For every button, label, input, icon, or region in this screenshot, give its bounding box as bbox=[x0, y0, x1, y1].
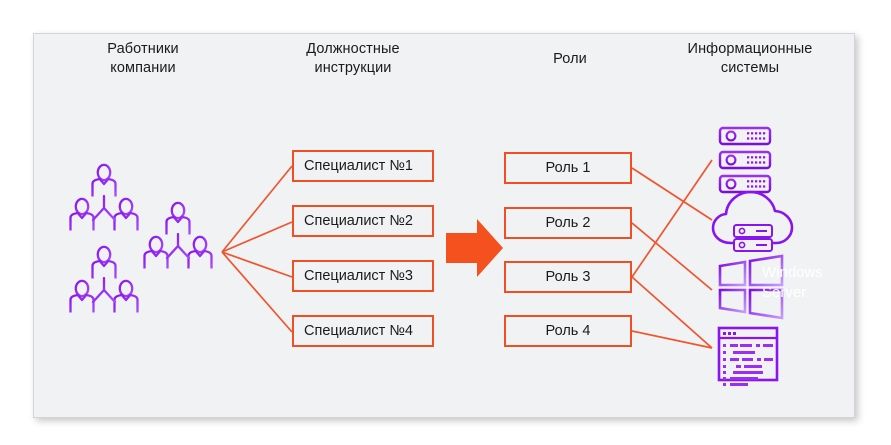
role-box-1[interactable]: Роль 1 bbox=[504, 152, 632, 184]
column-heading-information-systems: Информационные системы bbox=[687, 41, 813, 76]
diagram-card bbox=[33, 33, 855, 418]
role-box-3[interactable]: Роль 3 bbox=[504, 261, 632, 293]
job-instruction-box-4[interactable]: Специалист №4 bbox=[292, 315, 434, 347]
windows-server-label: Windows Server bbox=[762, 264, 823, 301]
role-box-4[interactable]: Роль 4 bbox=[504, 315, 632, 347]
job-instruction-box-1[interactable]: Специалист №1 bbox=[292, 150, 434, 182]
job-instruction-box-3[interactable]: Специалист №3 bbox=[292, 260, 434, 292]
job-instruction-box-2[interactable]: Специалист №2 bbox=[292, 205, 434, 237]
role-box-2[interactable]: Роль 2 bbox=[504, 207, 632, 239]
column-heading-workers: Работники компании bbox=[107, 41, 179, 76]
column-heading-job-instructions: Должностные инструкции bbox=[306, 41, 400, 76]
column-heading-roles: Роли bbox=[553, 51, 587, 67]
